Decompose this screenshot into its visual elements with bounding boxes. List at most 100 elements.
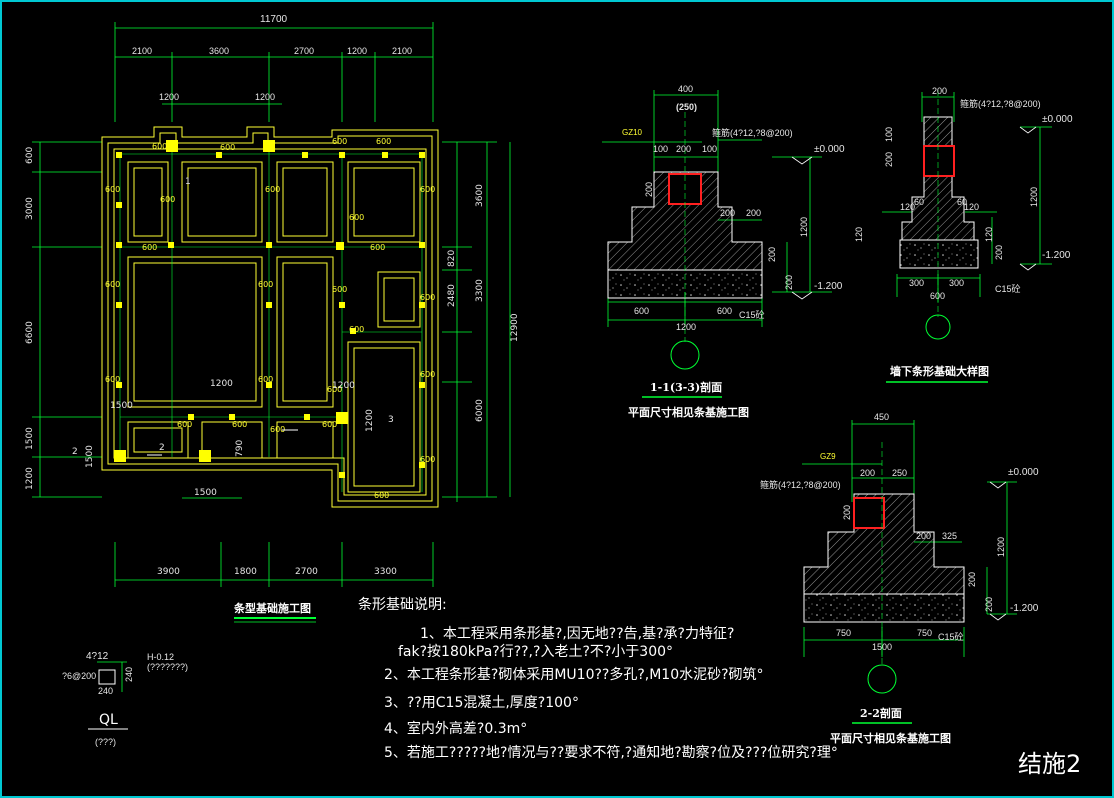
svg-text:600: 600: [160, 195, 175, 204]
s22-h1200: 1200: [996, 537, 1006, 557]
plan-right-2: 820: [447, 250, 457, 267]
sw-rebar: 箍筋(4?12,?8@200): [960, 98, 1041, 109]
sw-d100: 100: [884, 127, 894, 142]
sheet-number: 结施2: [1018, 750, 1081, 778]
plan-top-seg-1: 2100: [132, 46, 152, 56]
s11-h200b: 200: [784, 275, 794, 290]
svg-text:1200: 1200: [210, 379, 233, 389]
ql-width: 240: [98, 686, 113, 696]
sw-b300b: 300: [949, 278, 964, 288]
plan-left-1: 600: [25, 147, 35, 164]
s11-levelm: -1.200: [814, 281, 843, 292]
svg-text:600: 600: [376, 137, 391, 146]
svg-text:1500: 1500: [110, 401, 133, 411]
s11-d100a: 100: [653, 144, 668, 154]
plan-top-dims: [114, 22, 434, 122]
s11-c15: C15砼: [739, 309, 765, 320]
svg-text:3: 3: [388, 415, 394, 425]
s22-tag: GZ9: [820, 452, 836, 461]
s11-tag: GZ10: [622, 128, 643, 137]
sw-d60b: 60: [957, 197, 967, 207]
svg-text:600: 600: [258, 280, 273, 289]
foundation-notes: 条形基础说明: 1、本工程采用条形基?,因无地??告,基?承?力特征? fak?…: [358, 596, 838, 761]
sw-d120c: 120: [854, 227, 864, 242]
s11-level0: ±0.000: [814, 144, 845, 155]
sw-d120d: 120: [984, 227, 994, 242]
s11-d100b: 100: [702, 144, 717, 154]
plan-left-3: 6600: [25, 321, 35, 344]
foundation-plan: 11700 2100 3600 2700 1200 2100 1200 1200…: [25, 14, 520, 623]
s22-rebar: 箍筋(4?12,?8@200): [760, 479, 841, 490]
notes-line-1: 1、本工程采用条形基?,因无地??告,基?承?力特征?: [420, 625, 734, 642]
notes-line-4: 3、??用C15混凝土,厚度?100°: [384, 695, 579, 711]
svg-text:600: 600: [152, 142, 167, 151]
plan-bottom-dims: [114, 497, 434, 587]
plan-title: 条型基础施工图: [233, 601, 311, 615]
svg-text:600: 600: [370, 243, 385, 252]
plan-inner-dims: 1200 1200 1500 1500 790 1200: [85, 379, 375, 468]
ql-label: QL: [99, 712, 118, 728]
sw-d200b: 200: [994, 245, 1004, 260]
s22-b750b: 750: [917, 628, 932, 638]
svg-text:600: 600: [322, 420, 337, 429]
plan-left-4: 1500: [25, 427, 35, 450]
ql-height: 240: [124, 667, 134, 682]
plan-left-5: 1200: [25, 467, 35, 490]
notes-line-6: 5、若施工?????地?情况与??要求不符,?通知地?勘察?位及???位研究?理…: [384, 744, 838, 761]
plan-bottom-3: 2700: [295, 567, 318, 577]
sw-d120b: 120: [964, 202, 979, 212]
ql-level: H-0.12: [147, 652, 174, 662]
s11-d200v: 200: [644, 182, 654, 197]
plan-right-total: 12900: [510, 313, 520, 342]
s11-d200x: 200: [720, 208, 735, 218]
sw-d200: 200: [884, 152, 894, 167]
s22-d250: 250: [892, 468, 907, 478]
svg-text:600: 600: [327, 385, 342, 394]
plan-bottom-4: 3300: [374, 567, 397, 577]
s11-title: 1-1(3-3)剖面: [650, 380, 722, 394]
sw-b300a: 300: [909, 278, 924, 288]
s22-subtitle: 平面尺寸相见条基施工图: [830, 731, 951, 745]
s11-top2: (250): [676, 102, 697, 112]
sw-b600: 600: [930, 291, 945, 301]
svg-text:600: 600: [177, 420, 192, 429]
s11-rebar: 箍筋(4?12,?8@200): [712, 127, 793, 138]
sw-d60a: 60: [914, 197, 924, 207]
s22-b750a: 750: [836, 628, 851, 638]
svg-text:600: 600: [258, 375, 273, 384]
svg-text:600: 600: [349, 325, 364, 334]
sw-levelm: -1.200: [1042, 250, 1071, 261]
svg-text:600: 600: [270, 425, 285, 434]
s11-h200: 200: [767, 247, 777, 262]
svg-text:600: 600: [105, 375, 120, 384]
svg-text:600: 600: [420, 370, 435, 379]
plan-walls: [101, 126, 439, 508]
ql-rebar-top: 4?12: [86, 651, 109, 662]
sw-c15: C15砼: [995, 283, 1021, 294]
s11-d200: 200: [676, 144, 691, 154]
section-2-2: GZ9 450 箍筋(4?12,?8@200) 200 250 200 200 …: [760, 412, 1039, 745]
s22-d325: 325: [942, 531, 957, 541]
plan-right-1: 3600: [475, 184, 485, 207]
plan-top-small-1: 1200: [159, 92, 179, 102]
s22-title: 2-2剖面: [860, 706, 902, 720]
sw-top: 200: [932, 86, 947, 96]
s22-h200: 200: [967, 572, 977, 587]
plan-top-seg-5: 2100: [392, 46, 412, 56]
plan-right-4: 2480: [447, 284, 457, 307]
plan-top-small-2: 1200: [255, 92, 275, 102]
s22-b1500: 1500: [872, 642, 892, 652]
svg-text:1200: 1200: [332, 381, 355, 391]
plan-top-seg-2: 3600: [209, 46, 229, 56]
svg-text:600: 600: [420, 185, 435, 194]
notes-line-5: 4、室内外高差?0.3m°: [384, 720, 527, 737]
s11-subtitle: 平面尺寸相见条基施工图: [628, 405, 749, 419]
sw-d120a: 120: [900, 202, 915, 212]
s11-b600b: 600: [717, 306, 732, 316]
s22-levelm: -1.200: [1010, 603, 1039, 614]
plan-top-total: 11700: [260, 14, 288, 25]
ql-stirrup: ?6@200: [62, 671, 96, 681]
svg-text:2: 2: [72, 447, 78, 457]
svg-text:600: 600: [105, 185, 120, 194]
